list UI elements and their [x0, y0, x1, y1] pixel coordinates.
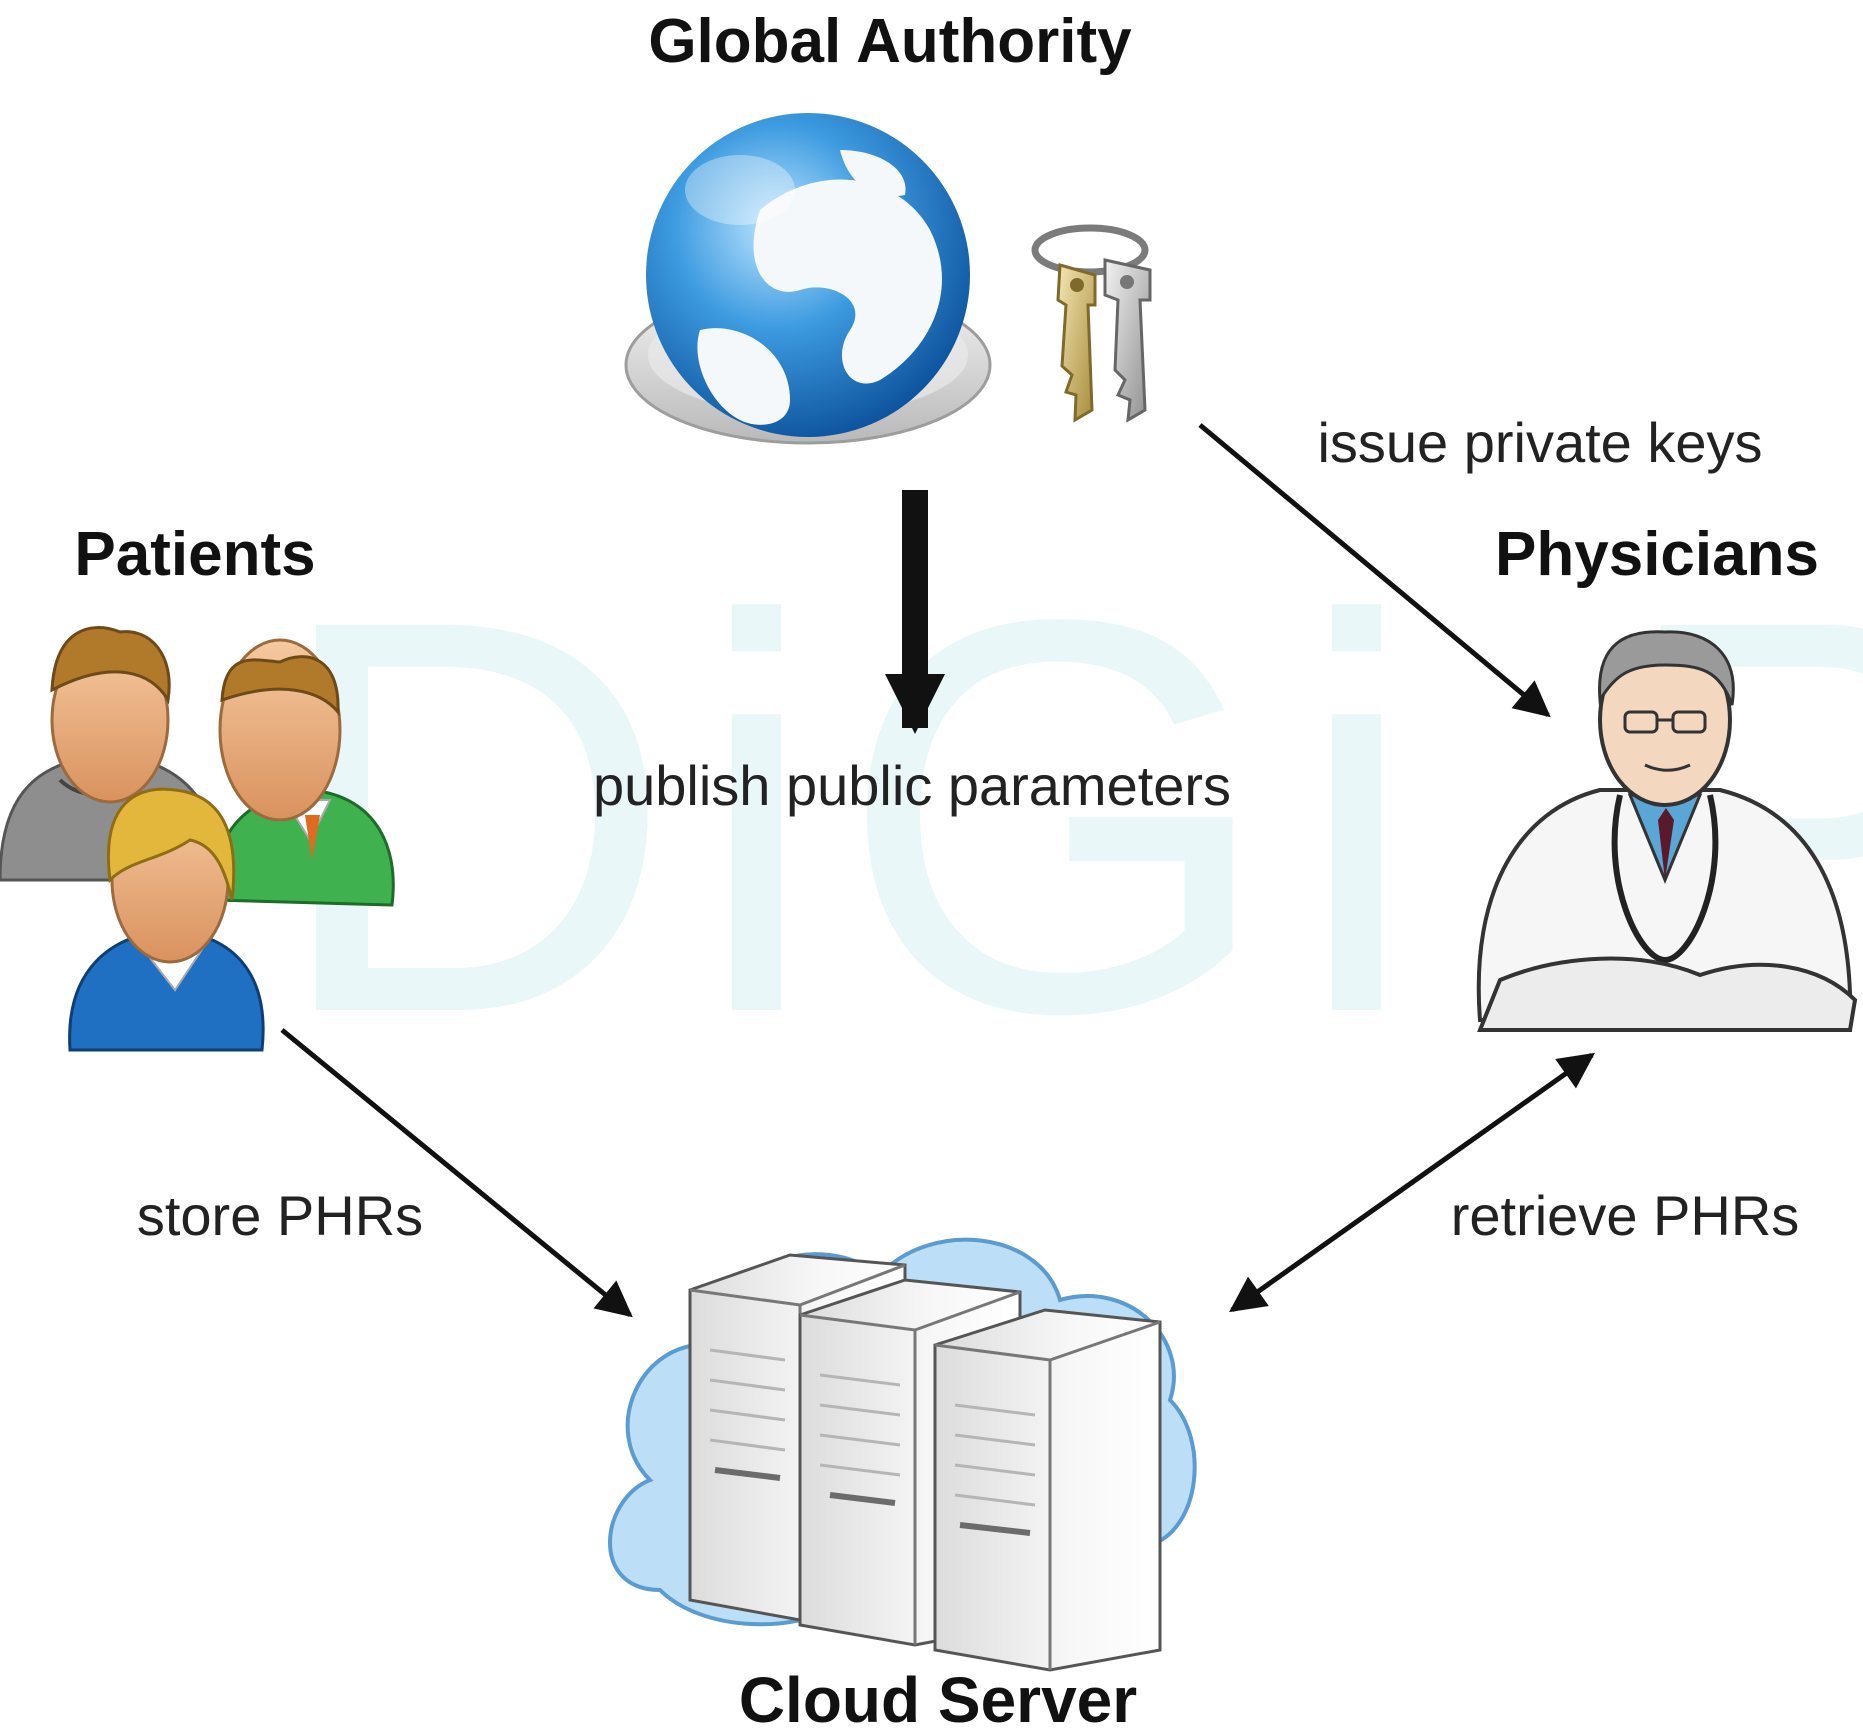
retrieve-arrow: [1229, 1052, 1595, 1313]
patients-title: Patients: [74, 520, 315, 589]
physician-icon: [1476, 630, 1858, 1033]
patients-icon: [0, 626, 395, 1052]
cloud-server-title: Cloud Server: [739, 1664, 1137, 1733]
global-authority-title: Global Authority: [648, 7, 1132, 76]
store-arrow: [280, 1028, 633, 1318]
publish-label: publish public parameters: [593, 754, 1231, 817]
keys-icon: [1031, 224, 1152, 423]
cloud-server-icon: [608, 1237, 1197, 1672]
issue-keys-arrow: [1198, 423, 1551, 718]
physicians-title: Physicians: [1495, 520, 1819, 589]
store-label: store PHRs: [137, 1184, 423, 1247]
retrieve-label: retrieve PHRs: [1451, 1184, 1800, 1247]
issue-keys-label: issue private keys: [1317, 411, 1762, 474]
globe-icon: [624, 113, 992, 445]
